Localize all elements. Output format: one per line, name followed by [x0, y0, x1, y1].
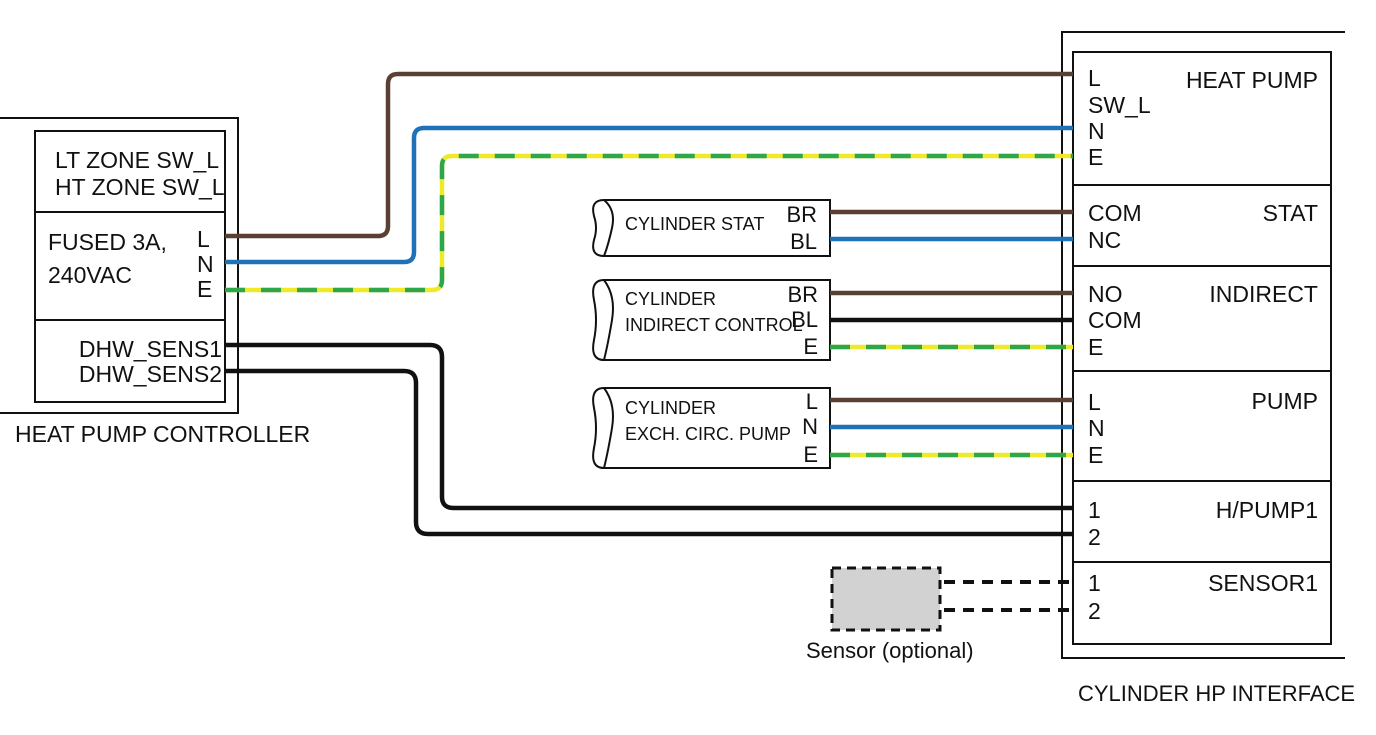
sensor1-terminal-1: 1 — [1088, 570, 1101, 596]
cable-stat-terminal-br: BR — [786, 202, 817, 227]
fused-label: FUSED 3A, — [48, 229, 167, 255]
cable-indirect-terminal-bl: BL — [791, 307, 818, 332]
hpump1-terminal-2: 2 — [1088, 524, 1101, 550]
cable-pump-terminal-n: N — [802, 414, 818, 439]
dhw-sens2-label: DHW_SENS2 — [79, 361, 222, 387]
section-sensor1: SENSOR1 — [1208, 570, 1318, 596]
sensor-box — [830, 566, 942, 632]
cable-cylinder-exch-circ-pump: CYLINDER EXCH. CIRC. PUMP L N E — [592, 387, 831, 469]
stat-terminal-com: COM — [1088, 200, 1142, 226]
wire-live-brown — [225, 71, 1073, 239]
cable-pump-terminal-e: E — [803, 442, 818, 467]
section-indirect: INDIRECT — [1209, 281, 1318, 307]
optional-sensor: Sensor (optional) — [806, 566, 974, 663]
wire-dhw-sens2 — [225, 368, 1073, 537]
dhw-sens1-label: DHW_SENS1 — [79, 336, 222, 362]
cable-stat-label: CYLINDER STAT — [625, 214, 764, 234]
hp-terminal-sw-l: SW_L — [1088, 92, 1151, 118]
cable-cylinder-indirect-control: CYLINDER INDIRECT CONTROL BR BL E — [592, 279, 831, 361]
cable-indirect-label-1: CYLINDER — [625, 289, 716, 309]
controller-terminal-n: N — [197, 251, 214, 277]
controller-terminal-e: E — [197, 276, 212, 302]
indirect-terminal-no: NO — [1088, 281, 1123, 307]
controller-title: HEAT PUMP CONTROLLER — [15, 421, 310, 447]
indirect-terminal-com: COM — [1088, 307, 1142, 333]
wire-earth — [225, 153, 1073, 293]
stat-terminal-nc: NC — [1088, 227, 1121, 253]
cable-indirect-terminal-e: E — [803, 334, 818, 359]
cable-pump-label-1: CYLINDER — [625, 398, 716, 418]
controller-terminal-l: L — [197, 226, 210, 252]
section-heat-pump: HEAT PUMP — [1186, 67, 1318, 93]
cable-pump-terminal-l: L — [806, 389, 818, 414]
section-pump: PUMP — [1252, 388, 1318, 414]
wire-neutral-blue — [225, 125, 1073, 265]
ht-zone-label: HT ZONE SW_L — [55, 174, 225, 200]
sensor-label: Sensor (optional) — [806, 638, 974, 663]
sensor1-terminal-2: 2 — [1088, 598, 1101, 624]
hp-terminal-l: L — [1088, 65, 1101, 91]
cable-indirect-label-2: INDIRECT CONTROL — [625, 315, 803, 335]
pump-terminal-e: E — [1088, 442, 1103, 468]
cable-pump-label-2: EXCH. CIRC. PUMP — [625, 424, 791, 444]
section-stat: STAT — [1263, 200, 1318, 226]
voltage-label: 240VAC — [48, 262, 132, 288]
interface-title: CYLINDER HP INTERFACE — [1078, 681, 1355, 706]
wire-dhw-sens1 — [225, 342, 1073, 511]
wires — [225, 71, 1073, 612]
cable-indirect-terminal-br: BR — [787, 282, 818, 307]
pump-terminal-l: L — [1088, 389, 1101, 415]
hp-terminal-n: N — [1088, 118, 1105, 144]
heat-pump-controller: LT ZONE SW_L HT ZONE SW_L FUSED 3A, 240V… — [0, 117, 310, 447]
pump-terminal-n: N — [1088, 415, 1105, 441]
indirect-terminal-e: E — [1088, 334, 1103, 360]
section-h-pump1: H/PUMP1 — [1216, 497, 1318, 523]
lt-zone-label: LT ZONE SW_L — [55, 147, 219, 173]
hp-terminal-e: E — [1088, 144, 1103, 170]
cable-cylinder-stat: CYLINDER STAT BR BL — [592, 199, 831, 257]
hpump1-terminal-1: 1 — [1088, 497, 1101, 523]
cable-stat-terminal-bl: BL — [790, 229, 817, 254]
cylinder-hp-interface: HEAT PUMP L SW_L N E STAT COM NC INDIREC… — [1061, 31, 1355, 706]
